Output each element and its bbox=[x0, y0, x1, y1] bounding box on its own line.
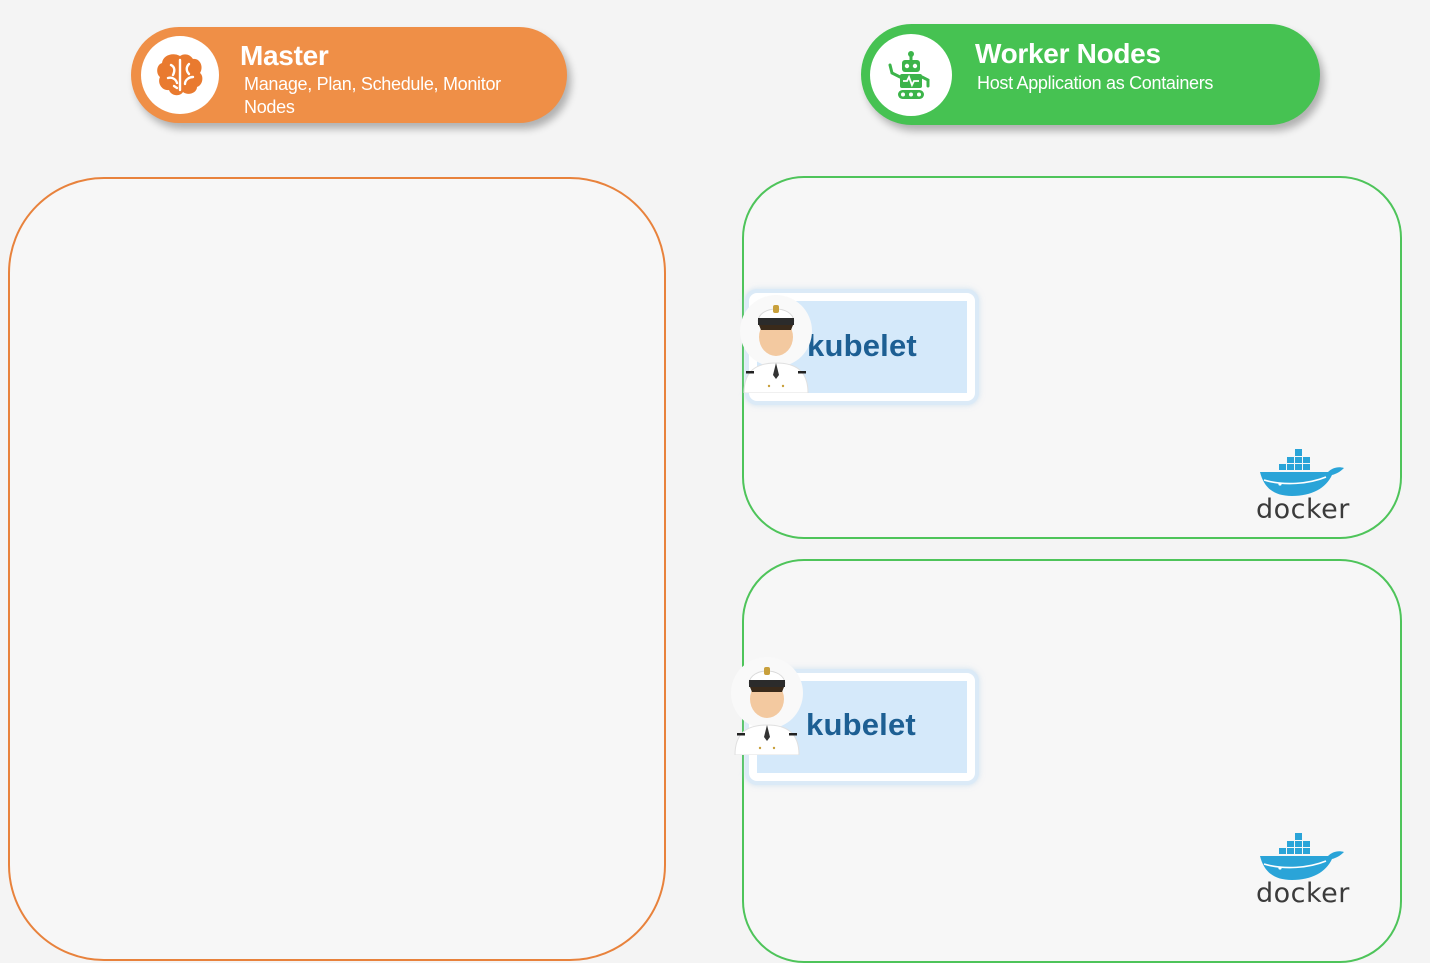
kubelet-label-1: kubelet bbox=[807, 328, 917, 363]
docker-wordmark-2: docker bbox=[1256, 878, 1350, 909]
worker-nodes-header: Worker Nodes Host Application as Contain… bbox=[861, 24, 1320, 125]
docker-wordmark-1: docker bbox=[1256, 494, 1350, 525]
worker-nodes-subtitle: Host Application as Containers bbox=[977, 73, 1214, 93]
kubelet-card-2: kubelet bbox=[745, 669, 979, 785]
docker-whale-icon bbox=[1260, 833, 1344, 880]
robot-icon bbox=[888, 51, 930, 99]
master-header: Master Manage, Plan, Schedule, Monitor N… bbox=[131, 27, 567, 123]
worker-nodes-title: Worker Nodes bbox=[975, 38, 1161, 69]
ship-captain-icon bbox=[740, 295, 812, 393]
docker-logo-2: docker bbox=[1254, 828, 1350, 912]
master-subtitle: Manage, Plan, Schedule, Monitor Nodes bbox=[244, 74, 501, 117]
docker-whale-icon bbox=[1260, 449, 1344, 496]
brain-icon bbox=[157, 54, 203, 96]
master-icon-circle bbox=[141, 36, 219, 114]
ship-captain-icon bbox=[731, 657, 803, 755]
master-title: Master bbox=[240, 40, 329, 71]
master-node-box bbox=[8, 177, 666, 961]
docker-logo-1: docker bbox=[1254, 444, 1350, 528]
kubelet-label-2: kubelet bbox=[806, 707, 916, 742]
worker-icon-circle bbox=[870, 34, 952, 116]
